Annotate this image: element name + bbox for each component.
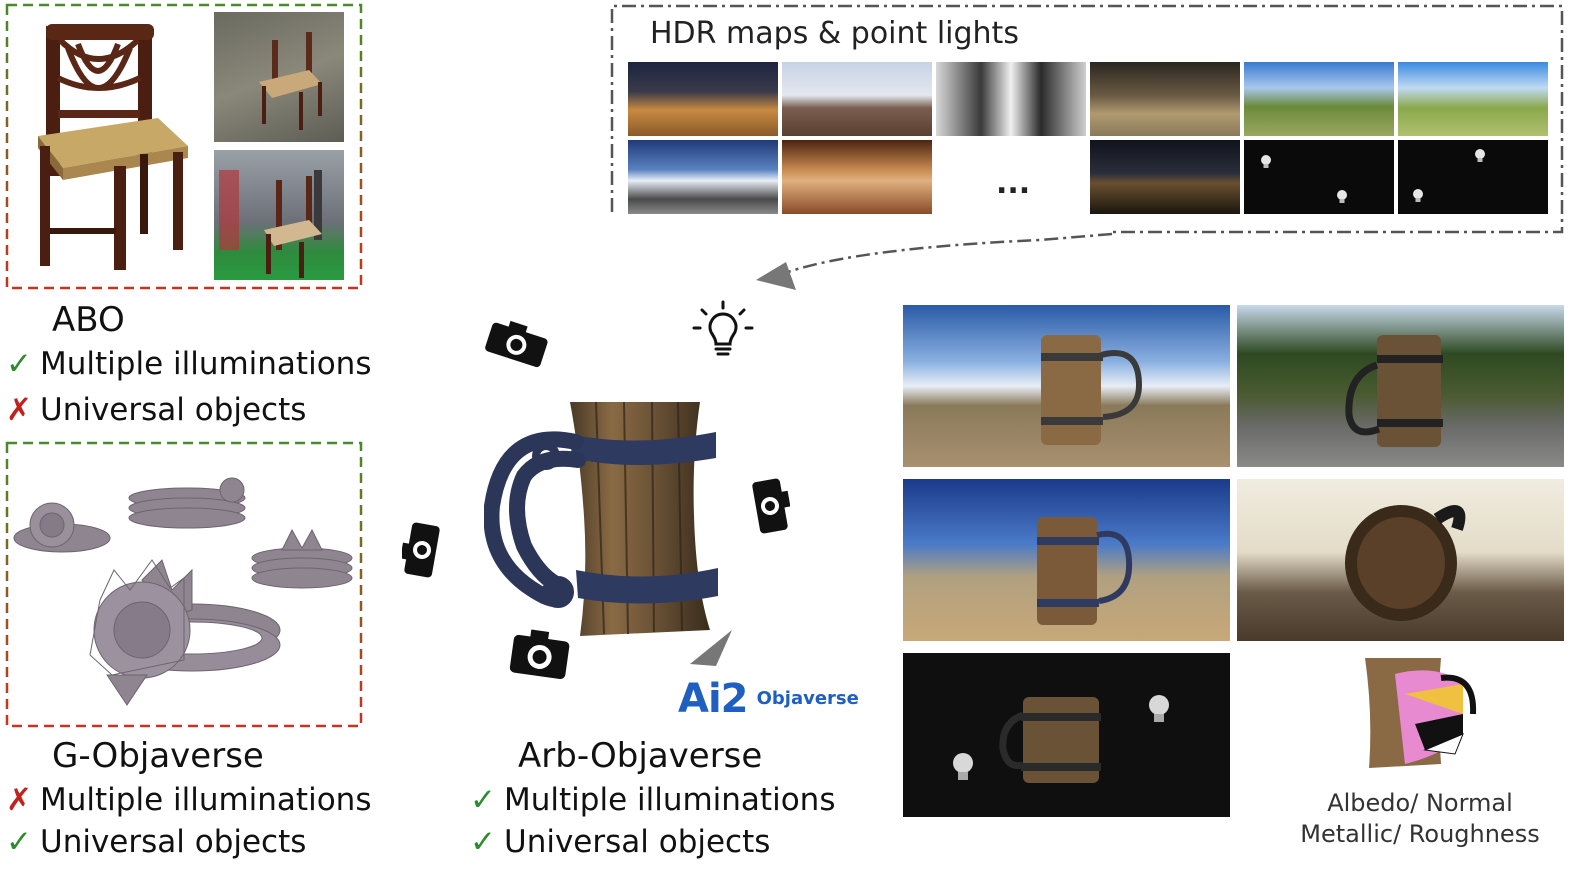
chair-photo-gym: [214, 150, 344, 280]
check-icon: ✓: [6, 346, 32, 382]
check-icon: ✓: [470, 782, 496, 818]
abo-feature-objects: ✗Universal objects: [6, 392, 307, 428]
material-caption: Albedo/ Normal Metallic/ Roughness: [1270, 788, 1570, 850]
arbobjaverse-feature-objects: ✓Universal objects: [470, 824, 771, 860]
render-point-lights: [903, 653, 1230, 817]
mug-render: [1345, 505, 1466, 621]
hdr-frame: [610, 4, 1564, 234]
hdr-thumb-field-sky: [782, 62, 932, 136]
gobjaverse-frame: [5, 441, 363, 728]
mug-render: [1345, 335, 1443, 447]
material-mug-image: [1365, 658, 1477, 768]
ai2-brand: Ai2: [678, 676, 748, 722]
chair-photo-floor: [214, 12, 344, 142]
hdr-thumb-white-interior: [936, 62, 1086, 136]
material-caption-line1: Albedo/ Normal: [1327, 789, 1513, 817]
rings-image: [13, 477, 353, 706]
gobjaverse-title: G-Objaverse: [52, 736, 264, 776]
gobjaverse-feature-objects: ✓Universal objects: [6, 824, 307, 860]
hdr-arrow: [756, 232, 1113, 290]
camera-icon: [485, 320, 548, 368]
render-panorama-interior: [1237, 479, 1564, 641]
check-icon: ✓: [6, 824, 32, 860]
lightbulb-icon: [953, 753, 973, 780]
hdr-thumb-garden-2: [1398, 62, 1548, 136]
objaverse-label: Objaverse: [756, 688, 859, 709]
lightbulb-icon: [1261, 155, 1347, 203]
hdr-thumb-balcony: [628, 140, 778, 214]
ai2-objaverse-logo: Ai2 Objaverse: [678, 676, 859, 722]
hdr-thumb-wooden-hall: [782, 140, 932, 214]
render-blue-sky-desert: [903, 479, 1230, 641]
hdr-thumb-lobby: [1090, 62, 1240, 136]
mug-render: [1041, 335, 1143, 445]
hdr-thumb-dusk-field: [1090, 140, 1240, 214]
abo-title: ABO: [52, 300, 125, 340]
gobjaverse-feature-illuminations: ✗Multiple illuminations: [6, 782, 372, 818]
light-arrow: [690, 630, 732, 666]
camera-icon: [509, 629, 570, 680]
render-sky-desert: [903, 305, 1230, 467]
hdr-thumb-point-lights-1: [1244, 140, 1394, 214]
lightbulb-icon: [692, 300, 754, 356]
hdr-thumb-night-street: [628, 62, 778, 136]
material-caption-line2: Metallic/ Roughness: [1300, 820, 1540, 848]
lightbulb-icon: [1413, 149, 1485, 202]
cross-icon: ✗: [6, 782, 32, 818]
arbobjaverse-feature-illuminations: ✓Multiple illuminations: [470, 782, 836, 818]
mug-render: [1037, 517, 1133, 625]
render-forest-road: [1237, 305, 1564, 467]
hdr-title: HDR maps & point lights: [650, 16, 1019, 51]
cross-icon: ✗: [6, 392, 32, 428]
lightbulb-icon: [1149, 695, 1169, 722]
hdr-ellipsis: ...: [996, 166, 1031, 201]
abo-frame: [5, 3, 363, 290]
mug-render: [953, 695, 1169, 783]
abo-feature-illuminations: ✓Multiple illuminations: [6, 346, 372, 382]
camera-icon: [402, 522, 440, 578]
check-icon: ✓: [470, 824, 496, 860]
hdr-thumb-point-lights-2: [1398, 140, 1548, 214]
hdr-thumb-garden-1: [1244, 62, 1394, 136]
mug-image: [484, 401, 718, 636]
chair-image: [38, 24, 188, 270]
arbobjaverse-title: Arb-Objaverse: [518, 736, 763, 776]
camera-icon: [752, 478, 790, 534]
